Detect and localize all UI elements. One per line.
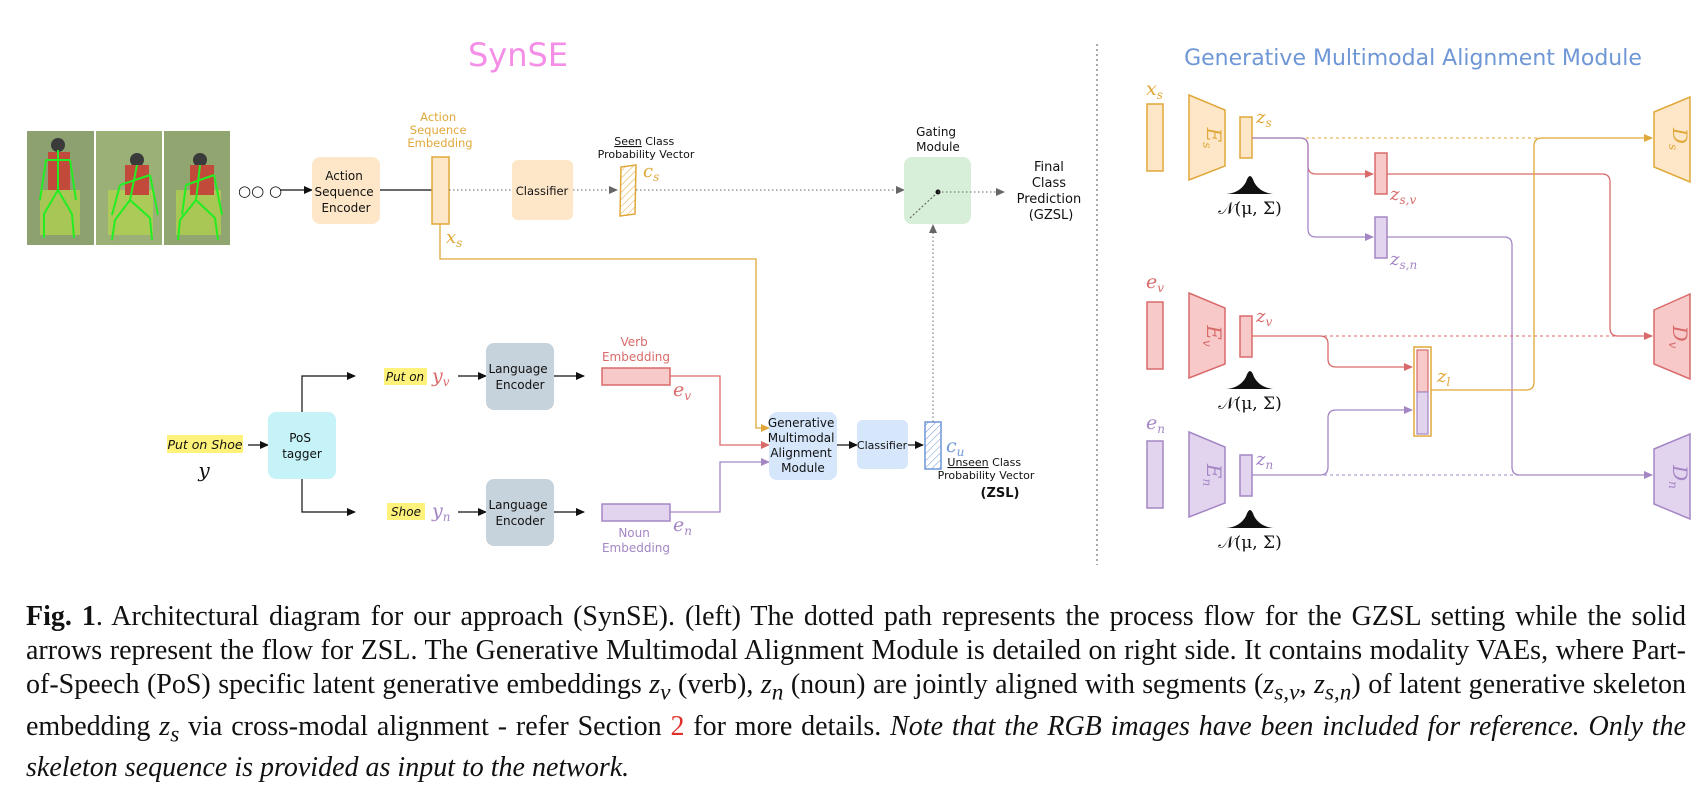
svg-text:Generative Multimodal: Generative Multimodal Alignment Module: [768, 416, 839, 475]
encoder-v: [1188, 291, 1226, 380]
svg-text:Classifier: Classifier: [857, 439, 908, 452]
decoder-s: [1653, 95, 1691, 184]
verb-embedding: [601, 367, 671, 386]
put-on-label: Put on: [386, 370, 424, 384]
z-n-label: zn: [1255, 449, 1273, 472]
svg-text:En: En: [1200, 463, 1226, 486]
x-s-input: [1146, 103, 1164, 172]
zsl-label: (ZSL): [981, 486, 1020, 501]
z-v-label: zv: [1255, 306, 1272, 329]
synse-title: SynSE: [468, 36, 568, 74]
action-sequence-embedding: [431, 156, 450, 225]
gmam-title: Generative Multimodal Alignment Module: [1184, 46, 1642, 71]
z-l-latent: [1413, 346, 1432, 437]
normal-dist-s: 𝒩(μ, Σ): [1218, 199, 1281, 219]
z-n-latent: [1239, 454, 1253, 497]
e-n-right: en: [1146, 412, 1165, 436]
svg-text:Dn: Dn: [1666, 464, 1692, 489]
gating-module-label: Gating Module: [916, 125, 960, 154]
y-v-label: yv: [431, 365, 450, 389]
svg-text:Language Encoder: Language Encoder: [488, 498, 551, 528]
x-s-right: xs: [1146, 78, 1163, 102]
decoder-n: [1653, 432, 1691, 521]
decoder-v: [1653, 292, 1691, 381]
architecture-diagram: SynSE ○○ ○ Action Sequence Encoder Actio…: [27, 36, 1692, 565]
language-encoder-verb: [486, 343, 554, 410]
figure-caption: Fig. 1. Architectural diagram for our ap…: [26, 601, 1687, 784]
e-n-label: en: [673, 514, 692, 538]
e-n-input: [1146, 440, 1164, 509]
skeleton-image-strip: [27, 131, 230, 245]
final-class-prediction: Final Class Prediction (GZSL): [1017, 160, 1086, 223]
z-s-label: zs: [1255, 107, 1272, 130]
verb-embedding-label: Verb Embedding: [602, 335, 670, 364]
noun-embedding-label: Noun Embedding: [602, 526, 670, 555]
z-v-latent: [1239, 315, 1253, 358]
z-s-latent: [1239, 116, 1253, 159]
action-sequence-encoder: [312, 157, 380, 224]
gaussian-icon: [1226, 510, 1274, 528]
z-sn-latent: [1374, 216, 1388, 259]
encoder-s: [1188, 93, 1226, 182]
seen-class-probability-vector: [619, 164, 637, 217]
z-sv-latent: [1374, 152, 1388, 195]
encoder-n: [1188, 430, 1226, 519]
gaussian-icon: [1226, 176, 1274, 194]
c-s-label: cs: [643, 161, 659, 184]
pos-tagger: [268, 412, 336, 479]
svg-text:Action Sequence Encode: Action Sequence Encoder: [314, 169, 377, 215]
c-u-label: cu: [946, 435, 964, 459]
e-v-right: ev: [1146, 271, 1164, 295]
language-encoder-noun: [486, 479, 554, 546]
z-l-label: zl: [1436, 366, 1450, 389]
normal-dist-n: 𝒩(μ, Σ): [1218, 533, 1281, 553]
e-v-label: ev: [673, 379, 691, 403]
x-s-label: xs: [446, 227, 462, 250]
y-n-label: yn: [431, 500, 450, 524]
put-on-shoe-label: Put on Shoe: [167, 437, 242, 452]
gaussian-icon: [1226, 371, 1274, 389]
unseen-vector-label: Unseen Class Probability Vector: [938, 456, 1035, 482]
svg-text:Es: Es: [1200, 127, 1226, 149]
svg-text:Ds: Ds: [1666, 127, 1692, 150]
figure-label: Fig. 1: [26, 601, 96, 632]
shoe-label: Shoe: [391, 505, 421, 519]
svg-text:PoS tagger: PoS tagger: [282, 431, 322, 461]
section-link[interactable]: 2: [670, 710, 685, 742]
y-label: y: [197, 458, 210, 482]
z-sn-label: zs,n: [1389, 249, 1417, 272]
noun-embedding: [601, 503, 671, 522]
classifier-bottom: [857, 420, 908, 469]
svg-text:Classifier: Classifier: [516, 184, 569, 198]
action-sequence-embedding-label: Action Sequence Embedding: [407, 110, 472, 150]
e-v-input: [1146, 301, 1164, 370]
svg-text:Dv: Dv: [1666, 325, 1692, 349]
svg-text:Language Encoder: Language Encoder: [488, 362, 551, 392]
svg-text:Ev: Ev: [1200, 324, 1226, 347]
ellipsis-dots: ○○ ○: [238, 182, 282, 200]
z-sv-label: zs,v: [1389, 184, 1416, 207]
seen-vector-label: Seen Class Probability Vector: [598, 135, 695, 161]
normal-dist-v: 𝒩(μ, Σ): [1218, 394, 1281, 414]
gmam-block: [769, 412, 837, 480]
classifier-top: [512, 160, 573, 220]
unseen-class-probability-vector: [924, 421, 942, 470]
